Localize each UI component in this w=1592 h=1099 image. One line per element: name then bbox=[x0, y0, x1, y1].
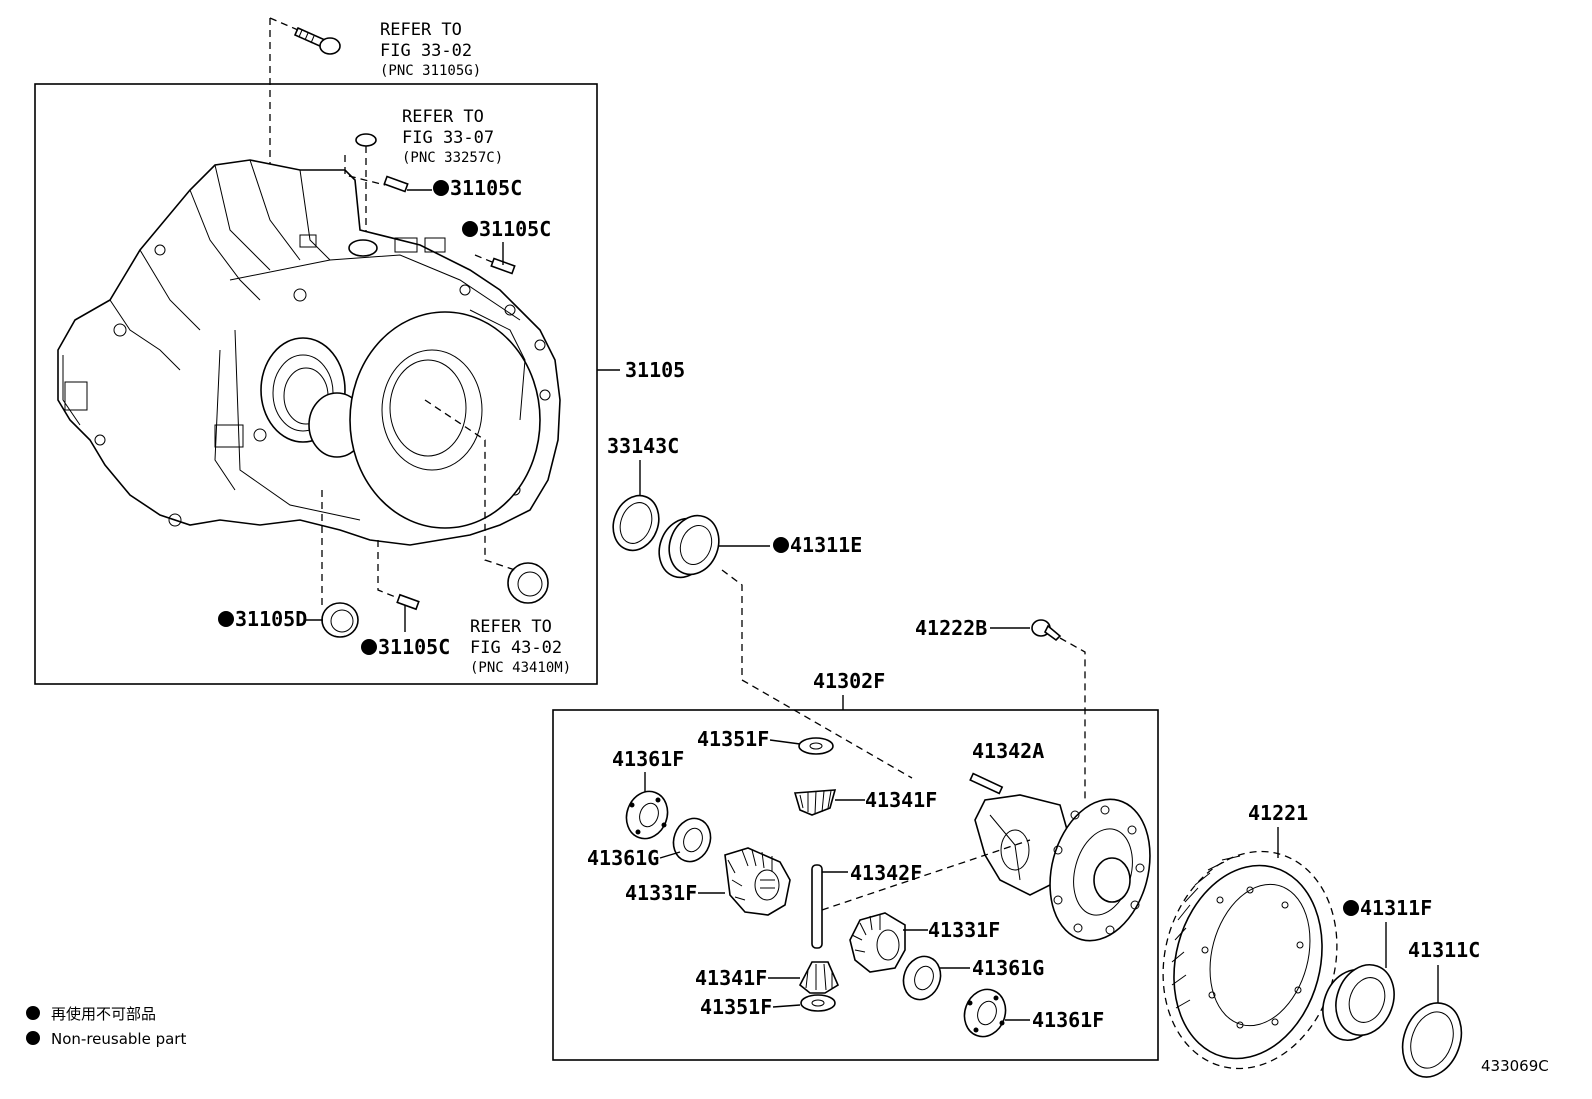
side-gear-41331F-right-icon bbox=[849, 912, 906, 973]
svg-text:REFER TO: REFER TO bbox=[402, 107, 484, 127]
svg-text:FIG 33-02: FIG 33-02 bbox=[380, 41, 472, 61]
label-41311C: 41311C bbox=[1408, 938, 1480, 962]
bearing-41311F-icon bbox=[1322, 964, 1395, 1041]
svg-text:FIG 43-02: FIG 43-02 bbox=[470, 638, 562, 658]
label-31105C-b: 31105C bbox=[462, 217, 551, 241]
label-41361G-left: 41361G bbox=[587, 846, 659, 870]
svg-text:31105C: 31105C bbox=[479, 217, 551, 241]
svg-text:FIG 33-07: FIG 33-07 bbox=[402, 128, 494, 148]
svg-text:再使用不可部品: 再使用不可部品 bbox=[51, 1005, 156, 1023]
svg-text:REFER TO: REFER TO bbox=[380, 20, 462, 40]
pinion-41341F-bottom-icon bbox=[798, 961, 840, 994]
side-gear-41331F-left-icon bbox=[724, 847, 791, 916]
legend: 再使用不可部品 Non-reusable part bbox=[26, 1005, 186, 1048]
label-41341F-bottom: 41341F bbox=[695, 966, 767, 990]
label-31105C-a: 31105C bbox=[433, 176, 522, 200]
label-41331F-left: 41331F bbox=[625, 881, 697, 905]
svg-text:41311F: 41311F bbox=[1360, 896, 1432, 920]
thrust-washer-41361G-left-icon bbox=[672, 817, 712, 863]
label-31105C-c: 31105C bbox=[361, 635, 450, 659]
svg-text:31105C: 31105C bbox=[378, 635, 450, 659]
oil-seal-31105D-icon bbox=[321, 602, 359, 638]
label-41331F-right: 41331F bbox=[928, 918, 1000, 942]
label-41222B: 41222B bbox=[915, 616, 987, 640]
transaxle-housing-drawing bbox=[57, 159, 561, 546]
thrust-washer-41361F-left-icon bbox=[625, 790, 669, 840]
gasket-reference: REFER TO FIG 33-07 (PNC 33257C) bbox=[402, 107, 503, 166]
label-41361F-left: 41361F bbox=[612, 747, 684, 771]
label-41302F: 41302F bbox=[813, 669, 885, 693]
svg-text:REFER TO: REFER TO bbox=[470, 617, 552, 637]
svg-text:(PNC 43410M): (PNC 43410M) bbox=[470, 660, 571, 676]
label-41351F-bottom: 41351F bbox=[700, 995, 772, 1019]
washer-41351F-top-icon bbox=[798, 737, 834, 755]
svg-text:31105D: 31105D bbox=[235, 607, 307, 631]
pin-41342A-icon bbox=[969, 772, 1004, 795]
svg-text:Non-reusable part: Non-reusable part bbox=[51, 1030, 186, 1048]
knock-pin-icon-1 bbox=[383, 175, 409, 193]
svg-text:31105C: 31105C bbox=[450, 176, 522, 200]
non-reusable-dot-icon-2 bbox=[26, 1031, 40, 1045]
bolt-reference: REFER TO FIG 33-02 (PNC 31105G) bbox=[380, 20, 481, 79]
washer-41351F-bottom-icon bbox=[800, 994, 836, 1012]
shim-33143C-icon bbox=[612, 494, 660, 552]
label-41311E: 41311E bbox=[773, 533, 862, 557]
knock-pin-icon-2 bbox=[490, 257, 516, 275]
non-reusable-dot-icon bbox=[26, 1006, 40, 1020]
svg-text:41311E: 41311E bbox=[790, 533, 862, 557]
label-41221: 41221 bbox=[1248, 801, 1308, 825]
svg-text:(PNC 33257C): (PNC 33257C) bbox=[402, 150, 503, 166]
bolt-icon bbox=[293, 26, 341, 55]
differential-group-box bbox=[552, 709, 1159, 1061]
oil-seal-ref-icon bbox=[507, 562, 549, 604]
svg-text:(PNC 31105G): (PNC 31105G) bbox=[380, 63, 481, 79]
label-33143C: 33143C bbox=[607, 434, 679, 458]
figure-id: 433069C bbox=[1481, 1057, 1549, 1075]
ring-gear-41221-icon bbox=[1162, 850, 1338, 1070]
gasket-icon bbox=[355, 133, 377, 147]
label-41341F-top: 41341F bbox=[865, 788, 937, 812]
bolt-41222B-icon bbox=[1031, 619, 1062, 642]
thrust-washer-41361G-right-icon bbox=[902, 955, 942, 1001]
label-41361F-right: 41361F bbox=[1032, 1008, 1104, 1032]
bearing-cup-41311C-icon bbox=[1401, 1002, 1463, 1078]
label-41361G-right: 41361G bbox=[972, 956, 1044, 980]
differential-case-icon bbox=[974, 794, 1151, 942]
knock-pin-icon-3 bbox=[396, 593, 420, 611]
label-41311F: 41311F bbox=[1343, 896, 1432, 920]
label-31105D: 31105D bbox=[218, 607, 307, 631]
label-41342A: 41342A bbox=[972, 739, 1044, 763]
thrust-washer-41361F-right-icon bbox=[963, 988, 1007, 1038]
seal-reference: REFER TO FIG 43-02 (PNC 43410M) bbox=[470, 617, 571, 676]
label-41342F: 41342F bbox=[850, 861, 922, 885]
label-41351F-top: 41351F bbox=[697, 727, 769, 751]
label-31105: 31105 bbox=[625, 358, 685, 382]
pinion-shaft-41342F-icon bbox=[811, 864, 823, 949]
pinion-41341F-top-icon bbox=[793, 789, 837, 816]
housing-group-box bbox=[34, 83, 598, 685]
bearing-41311E-icon bbox=[658, 514, 720, 579]
